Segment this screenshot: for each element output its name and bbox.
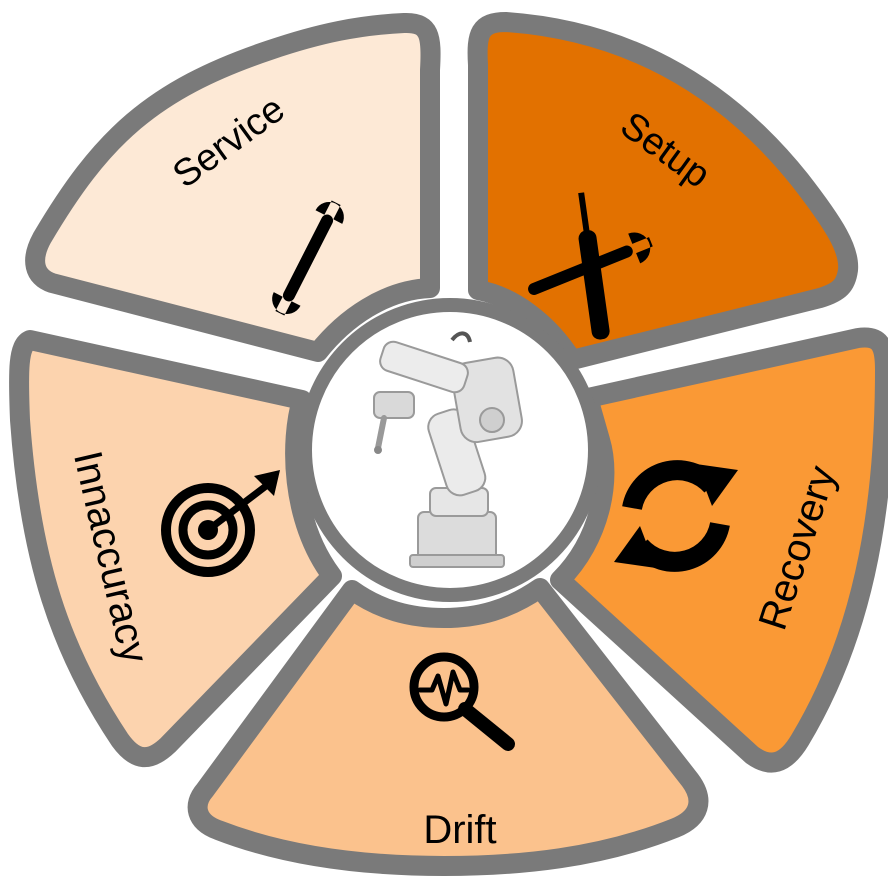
segment-drift-label: Drift	[423, 808, 496, 852]
segment-drift-shape	[187, 578, 709, 876]
segment-service: Service	[25, 13, 441, 362]
wrench-icon	[272, 200, 344, 316]
segment-setup: Setup	[467, 12, 859, 370]
target-arrow-icon	[161, 470, 280, 577]
sync-arrows-icon	[614, 460, 738, 572]
segment-recovery-shape	[550, 327, 888, 773]
segment-innaccuracy: Innaccuracy	[9, 330, 342, 768]
industrial-robot-arm-icon	[373, 331, 523, 568]
magnifier-waveform-icon	[409, 652, 515, 751]
center-hub	[298, 298, 602, 602]
screwdriver-icon	[578, 192, 610, 340]
segment-setup-shape	[467, 12, 859, 370]
segment-service-shape	[25, 13, 441, 362]
screwdriver-wrench-icon	[528, 192, 653, 340]
wrench-icon-setup	[528, 232, 653, 295]
segment-recovery: Recovery	[550, 327, 888, 773]
segment-drift: Drift	[187, 578, 709, 876]
